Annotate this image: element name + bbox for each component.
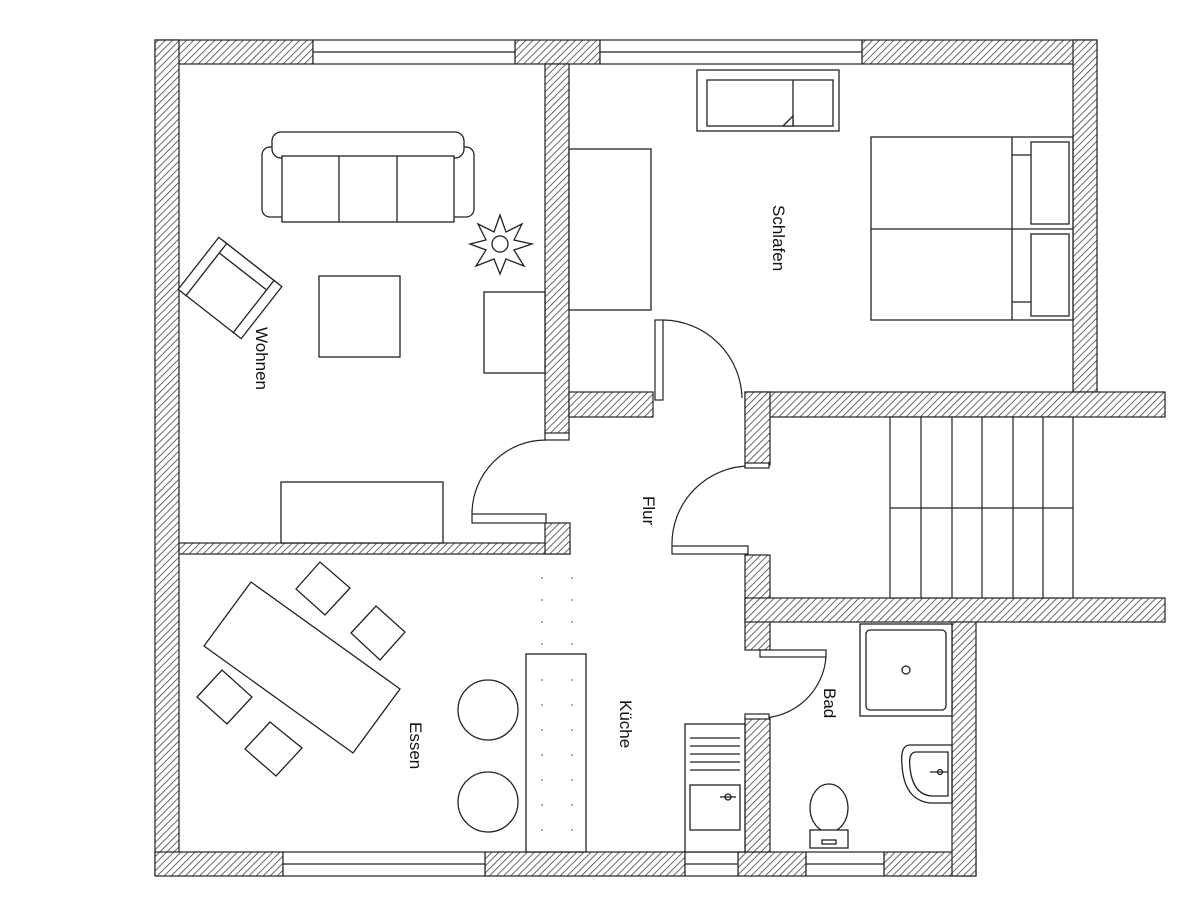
wall-bottom-left xyxy=(154,851,284,877)
wall-bath-left xyxy=(744,717,771,853)
sofa xyxy=(261,131,475,223)
door-wohnen xyxy=(471,432,570,524)
room-label-schlafen: Schlafen xyxy=(769,205,788,271)
wall-wohnen-schlafen xyxy=(544,63,570,435)
dining-table xyxy=(203,581,401,754)
room-label-wohnen: Wohnen xyxy=(252,327,271,390)
wall-bottom-mid xyxy=(484,851,686,877)
wall-wohnen-essen xyxy=(178,542,571,555)
wall-top-right xyxy=(861,39,1098,65)
side-cabinet xyxy=(483,291,546,374)
room-label-bad: Bad xyxy=(820,688,839,718)
wardrobe xyxy=(568,148,652,311)
bar-stool xyxy=(457,679,519,741)
island-dots xyxy=(541,679,573,831)
room-label-kueche: Küche xyxy=(616,700,635,748)
double-bed xyxy=(870,136,1074,321)
shower-tray xyxy=(859,623,953,717)
bar-stool xyxy=(457,771,519,833)
room-label-essen: Essen xyxy=(406,722,425,769)
kitchen-sink xyxy=(684,723,746,853)
doors xyxy=(471,319,827,720)
wall-stub-flur xyxy=(544,522,571,555)
door-treppe xyxy=(671,462,770,555)
wall-right-upper xyxy=(1072,39,1098,393)
tv-board xyxy=(280,481,444,544)
room-label-flur: Flur xyxy=(639,496,658,526)
wall-left xyxy=(154,39,180,876)
kitchen-island xyxy=(525,653,587,853)
plant-icon xyxy=(467,213,535,276)
wall-stair-bottom xyxy=(744,597,1166,623)
toilet xyxy=(809,783,849,849)
door-schlafen xyxy=(654,319,743,401)
wall-right-lower xyxy=(951,619,977,877)
counter-dots xyxy=(541,577,573,645)
desk xyxy=(696,69,840,132)
door-bad xyxy=(744,649,827,720)
dining-chairs xyxy=(196,561,406,777)
armchair xyxy=(177,236,283,340)
wall-bottom-bath xyxy=(737,851,807,877)
walls xyxy=(154,39,1166,877)
wall-schlafen-bottom-left xyxy=(568,391,654,418)
windows xyxy=(282,39,885,877)
wall-top-mid xyxy=(514,39,601,65)
wall-stair-left-upper xyxy=(744,391,771,466)
washbasin xyxy=(901,744,953,804)
wall-schlafen-bottom-right xyxy=(744,391,1166,418)
coffee-table xyxy=(318,275,401,358)
stairs xyxy=(889,416,1074,599)
